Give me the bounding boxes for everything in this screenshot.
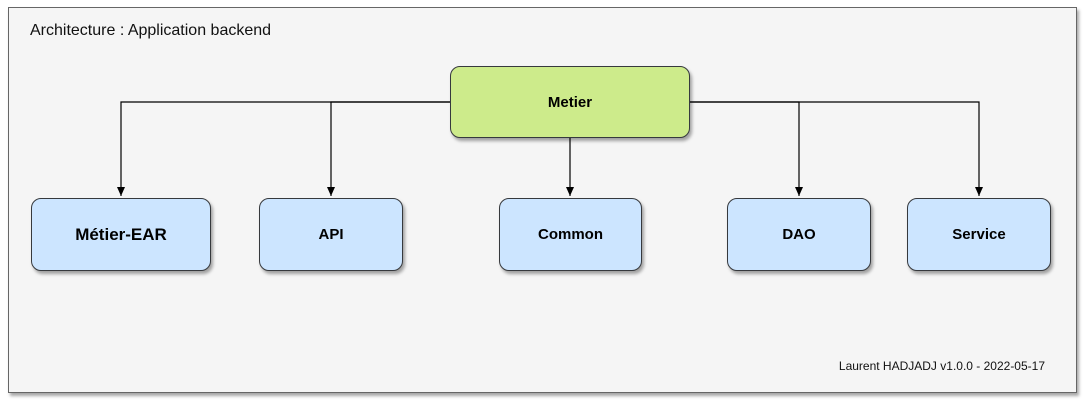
node-dao[interactable]: DAO xyxy=(727,198,871,271)
edge-metier-to-metier-ear xyxy=(117,101,450,196)
diagram-title: Architecture : Application backend xyxy=(30,22,272,39)
edge-metier-to-api xyxy=(327,101,450,196)
node-common[interactable]: Common xyxy=(499,198,642,271)
node-service[interactable]: Service xyxy=(907,198,1051,271)
edge-metier-to-service xyxy=(690,101,983,196)
diagram-footer: Laurent HADJADJ v1.0.0 - 2022-05-17 xyxy=(838,359,1045,373)
edge-metier-to-dao xyxy=(690,101,803,196)
node-api[interactable]: API xyxy=(259,198,403,271)
node-metier[interactable]: Metier xyxy=(450,66,690,138)
node-metier-ear[interactable]: Métier-EAR xyxy=(31,198,211,271)
